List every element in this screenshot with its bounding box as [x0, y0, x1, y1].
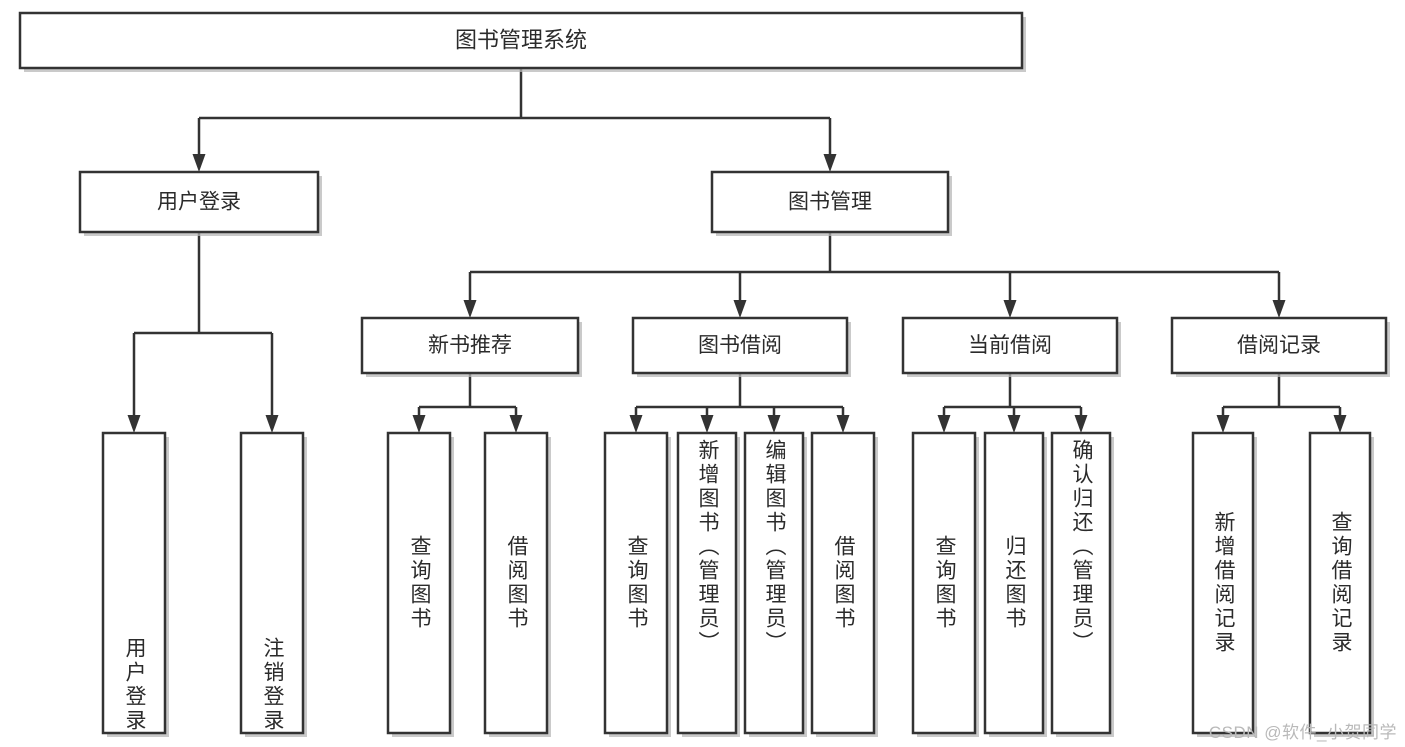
node-label-book-manage: 图书管理 — [788, 191, 872, 214]
connector-root-to-level2 — [192, 68, 837, 172]
node-box-user-login[interactable] — [78, 170, 320, 234]
node-box-leaf-user-login[interactable] — [101, 431, 167, 735]
node-box-leaf-query-book-current[interactable] — [911, 431, 977, 735]
arrow-head-icon — [127, 415, 141, 433]
arrow-head-icon — [700, 415, 714, 433]
arrow-head-icon — [1007, 415, 1021, 433]
arrow-head-icon — [463, 300, 477, 318]
node-box-leaf-confirm-return[interactable] — [1050, 431, 1112, 735]
node-label-current-borrow: 当前借阅 — [968, 334, 1052, 357]
node-label-user-login: 用户登录 — [157, 191, 241, 214]
node-box-book-borrow[interactable] — [631, 316, 849, 375]
arrow-head-icon — [1333, 415, 1347, 433]
connector-userlogin-to-leaves — [127, 232, 279, 433]
node-box-leaf-query-borrow-record[interactable] — [1308, 431, 1372, 735]
node-box-leaf-borrow-book-recommend[interactable] — [483, 431, 549, 735]
arrow-head-icon — [733, 300, 747, 318]
arrow-head-icon — [509, 415, 523, 433]
arrow-head-icon — [1272, 300, 1286, 318]
arrow-head-icon — [937, 415, 951, 433]
arrow-head-icon — [1074, 415, 1088, 433]
arrow-head-icon — [629, 415, 643, 433]
arrow-head-icon — [192, 154, 206, 172]
node-box-new-book-recommend[interactable] — [360, 316, 580, 375]
arrow-head-icon — [265, 415, 279, 433]
node-label-book-borrow: 图书借阅 — [698, 334, 782, 357]
node-box-leaf-add-book[interactable] — [676, 431, 738, 735]
node-box-borrow-record[interactable] — [1170, 316, 1388, 375]
arrow-head-icon — [1003, 300, 1017, 318]
node-box-current-borrow[interactable] — [901, 316, 1119, 375]
connector-bookmanage-to-level3 — [463, 232, 1286, 318]
node-box-leaf-add-borrow-record[interactable] — [1191, 431, 1255, 735]
arrow-head-icon — [412, 415, 426, 433]
arrow-head-icon — [767, 415, 781, 433]
node-label-new-book-recommend: 新书推荐 — [428, 334, 512, 357]
connector-current-to-leaves — [937, 373, 1088, 433]
watermark: CSDN @软件_小贺同学 — [1208, 723, 1397, 742]
node-box-root[interactable] — [18, 11, 1024, 70]
node-box-leaf-query-book-recommend[interactable] — [386, 431, 452, 735]
node-box-leaf-query-book-borrow[interactable] — [603, 431, 669, 735]
connector-record-to-leaves — [1216, 373, 1347, 433]
boxes-layer — [18, 11, 1390, 737]
node-box-leaf-borrow-book[interactable] — [810, 431, 876, 735]
node-box-book-manage[interactable] — [710, 170, 950, 234]
node-label-root: 图书管理系统 — [455, 27, 587, 52]
node-box-leaf-return-book[interactable] — [983, 431, 1045, 735]
arrow-head-icon — [836, 415, 850, 433]
arrow-head-icon — [1216, 415, 1230, 433]
arrow-head-icon — [823, 154, 837, 172]
node-box-leaf-user-logout[interactable] — [239, 431, 305, 735]
node-box-leaf-edit-book[interactable] — [743, 431, 805, 735]
connector-recommend-to-leaves — [412, 373, 523, 433]
connector-borrow-to-leaves — [629, 373, 850, 433]
node-label-borrow-record: 借阅记录 — [1237, 334, 1321, 357]
connectors-layer — [127, 68, 1347, 433]
